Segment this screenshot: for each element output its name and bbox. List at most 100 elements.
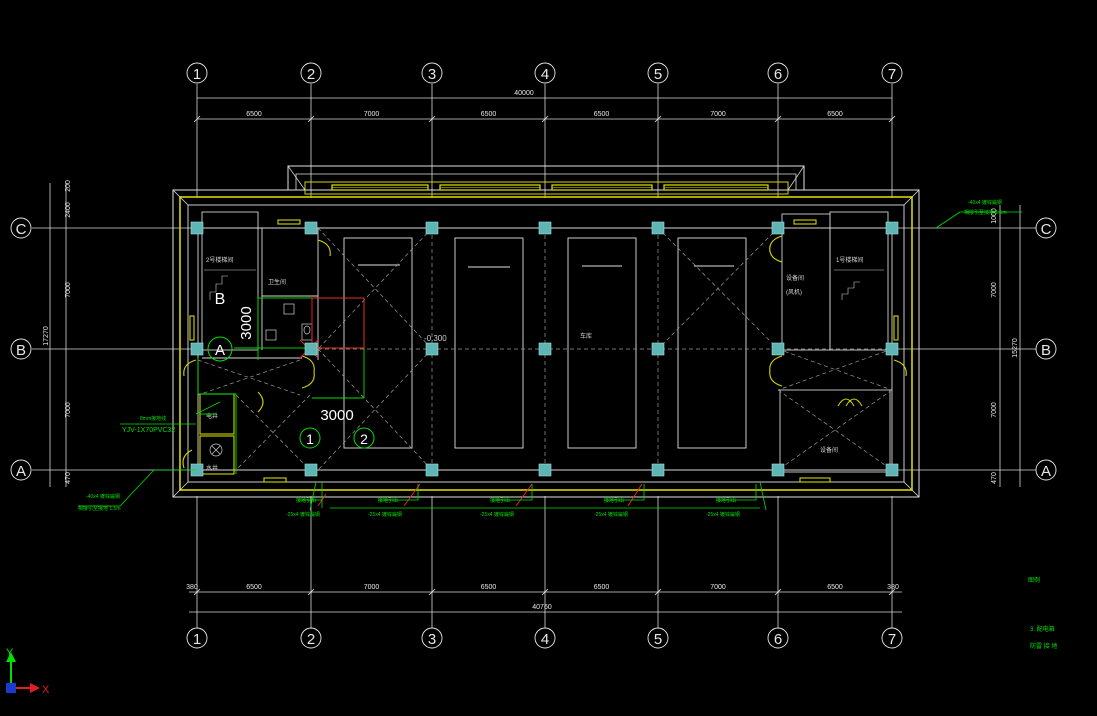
column-4A bbox=[538, 463, 552, 477]
dim-overall-bottom: 40760 bbox=[532, 604, 552, 611]
dim-right-4: 470 bbox=[991, 472, 998, 484]
marker-1: 1 bbox=[306, 431, 314, 447]
grid-bubble-row-B-left bbox=[10, 338, 32, 360]
dim-top-3: 6500 bbox=[481, 111, 497, 118]
grid-bubble-col-7-bottom bbox=[881, 627, 903, 649]
dim-top-4: 6500 bbox=[594, 111, 610, 118]
column-6A bbox=[771, 463, 785, 477]
annot-bl-1: -40x4 镀锌扁钢 bbox=[86, 493, 120, 500]
dim-left-4: 7000 bbox=[65, 402, 72, 418]
axis-y-label: Y bbox=[6, 647, 14, 659]
grid-label-col-3-bottom: 3 bbox=[428, 631, 436, 648]
bottom-annot-1: -25x4 镀锌扁钢 bbox=[286, 511, 320, 518]
grid-label-col-1-bottom: 1 bbox=[193, 631, 201, 648]
dim-left-2: 2400 bbox=[65, 202, 72, 218]
column-5C bbox=[651, 221, 665, 235]
legend: 图例 3. 配电箱 防雷 接 地 bbox=[1028, 576, 1057, 650]
dim-right-3: 7000 bbox=[991, 402, 998, 418]
column-1C bbox=[190, 221, 204, 235]
dim-bottom-2: 7000 bbox=[364, 584, 380, 591]
grid-bubble-row-B-right bbox=[1035, 338, 1057, 360]
grid-bubble-col-2-top bbox=[300, 62, 322, 84]
room-small-b: 水井 bbox=[206, 464, 218, 472]
dim-edge-right: 380 bbox=[887, 584, 899, 591]
marker-a: A bbox=[215, 342, 225, 359]
annotation-top-right: -40x4 镀锌扁钢 相接引至接地 1.5m bbox=[935, 199, 1022, 229]
dim-top-5: 7000 bbox=[710, 111, 726, 118]
marker-b: B bbox=[215, 291, 226, 308]
dim-bottom-3: 6500 bbox=[481, 584, 497, 591]
bottom-annot-top-5: 接地引出 bbox=[716, 497, 736, 504]
legend-item-1: 3. 配电箱 bbox=[1030, 625, 1055, 633]
grid-bubble-row-C-left bbox=[10, 217, 32, 239]
marker-2: 2 bbox=[360, 431, 368, 447]
bottom-annot-4: -25x4 镀锌扁钢 bbox=[594, 511, 628, 518]
grid-label-col-7-bottom: 7 bbox=[888, 631, 896, 648]
grid-bubble-row-C-right bbox=[1035, 217, 1057, 239]
cable-small: 8mm接地线 bbox=[140, 415, 166, 422]
column-1B bbox=[190, 342, 204, 356]
grid-bubble-col-1-bottom bbox=[186, 627, 208, 649]
grid-bubble-col-4-top bbox=[534, 62, 556, 84]
center-label: -0.300 bbox=[424, 334, 447, 343]
bottom-grounding bbox=[298, 481, 767, 511]
bottom-annot-top-4: 接地引出 bbox=[604, 497, 624, 504]
column-3B bbox=[425, 342, 439, 356]
column-4B bbox=[538, 342, 552, 356]
grid-label-col-7-top: 7 bbox=[888, 66, 896, 83]
room-toilet: 卫生间 bbox=[268, 278, 286, 286]
room-stair-left: 2号楼梯间 bbox=[206, 256, 233, 264]
column-6C bbox=[771, 221, 785, 235]
dim-left-3: 7000 bbox=[65, 282, 72, 298]
measure-lines bbox=[312, 348, 365, 399]
column-7C bbox=[885, 221, 899, 235]
grid-bubble-col-2-bottom bbox=[300, 627, 322, 649]
dim-right-1: 1000 bbox=[991, 208, 998, 224]
grid-bubble-row-A-right bbox=[1035, 459, 1057, 481]
measure-vertical: 3000 bbox=[238, 306, 255, 339]
column-2C bbox=[304, 221, 318, 235]
column-5A bbox=[651, 463, 665, 477]
dim-left-1: 200 bbox=[65, 180, 72, 192]
column-7A bbox=[885, 463, 899, 477]
stair-left bbox=[204, 269, 256, 300]
column-2B bbox=[304, 342, 318, 356]
annotation-bottom-left: -40x4 镀锌扁钢 相接引至接地 1.5m bbox=[78, 469, 196, 512]
structural-columns bbox=[190, 221, 899, 477]
room-equip-right: 设备间 bbox=[786, 274, 804, 282]
toilet-fixtures bbox=[209, 303, 313, 457]
grid-label-row-C-left: C bbox=[16, 221, 27, 238]
dim-right-2: 7000 bbox=[991, 282, 998, 298]
parking-bays bbox=[343, 237, 747, 449]
bottom-annot-top-2: 接地引出 bbox=[378, 497, 398, 504]
room-hall: 车库 bbox=[580, 332, 592, 340]
door-swings bbox=[182, 219, 907, 483]
stair-right bbox=[834, 269, 884, 300]
grid-label-col-4-top: 4 bbox=[541, 66, 549, 83]
bottom-annot-5: -25x4 镀锌扁钢 bbox=[706, 511, 740, 518]
dim-top-1: 6500 bbox=[246, 111, 262, 118]
grid-bubble-col-4-bottom bbox=[534, 627, 556, 649]
dim-overall-top: 40000 bbox=[514, 90, 534, 97]
annot-tr-1: -40x4 镀锌扁钢 bbox=[968, 199, 1002, 206]
measure-horizontal: 3000 bbox=[320, 407, 353, 424]
bottom-annot-top-1: 接地引出 bbox=[296, 497, 316, 504]
grid-label-col-3-top: 3 bbox=[428, 66, 436, 83]
grid-label-col-4-bottom: 4 bbox=[541, 631, 549, 648]
grid-bubble-col-3-bottom bbox=[421, 627, 443, 649]
dims-right-total: 15270 bbox=[1012, 338, 1019, 358]
dim-edge-left: 380 bbox=[186, 584, 198, 591]
grid-label-col-2-bottom: 2 bbox=[307, 631, 315, 648]
dim-top-6: 6500 bbox=[827, 111, 843, 118]
annot-tr-2: 相接引至接地 1.5m bbox=[964, 209, 1007, 216]
bottom-annotations: 接地引出接地引出接地引出接地引出接地引出-25x4 镀锌扁钢-25x4 镀锌扁钢… bbox=[286, 497, 740, 518]
grid-bubble-col-5-bottom bbox=[647, 627, 669, 649]
column-5B bbox=[651, 342, 665, 356]
grid-label-col-6-top: 6 bbox=[774, 66, 782, 83]
column-7B bbox=[885, 342, 899, 356]
grid-label-col-2-top: 2 bbox=[307, 66, 315, 83]
room-lower-right: 设备间 bbox=[820, 446, 838, 454]
grid-bubble-col-6-top bbox=[767, 62, 789, 84]
